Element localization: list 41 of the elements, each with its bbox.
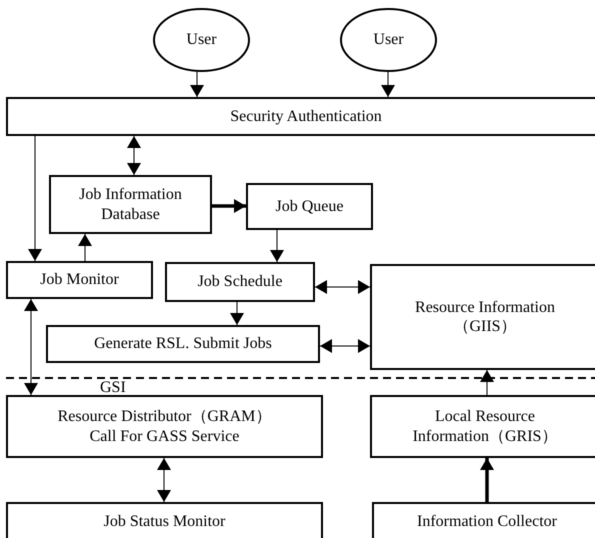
arrow	[480, 370, 494, 396]
actor-ellipse	[340, 8, 437, 72]
label-text: Resource Distributor（GRAM） Call For GASS Service	[56, 407, 272, 446]
arrow	[314, 280, 370, 294]
arrow	[381, 72, 395, 98]
arrow	[157, 458, 171, 502]
process-box	[246, 183, 373, 230]
process-box	[372, 502, 595, 538]
arrow	[127, 136, 141, 176]
arrow	[230, 302, 244, 326]
label-text: Resource Information （GIIS）	[414, 298, 556, 336]
process-box	[49, 175, 212, 234]
arrow	[78, 234, 92, 262]
process-box	[6, 395, 323, 458]
actor-ellipse	[153, 8, 250, 72]
arrow	[24, 298, 38, 396]
label-text: Information Collector	[417, 512, 557, 532]
label-text: Local Resource Information（GRIS）	[412, 407, 558, 446]
arrow	[480, 458, 494, 502]
process-box	[370, 264, 595, 370]
process-box	[6, 502, 323, 538]
process-box	[165, 262, 315, 302]
label-text: User	[373, 30, 404, 50]
arrow	[212, 199, 246, 213]
label-text: Generate RSL. Submit Jobs	[94, 334, 272, 354]
label-text: Job Schedule	[198, 272, 282, 292]
label-text: Security Authentication	[230, 106, 382, 126]
process-box	[46, 325, 320, 363]
process-box	[6, 97, 595, 136]
arrow	[190, 72, 204, 98]
label-text: Job Queue	[276, 196, 344, 216]
arrow	[320, 339, 370, 353]
label-text: Job Information Database	[78, 185, 183, 224]
process-box	[370, 395, 595, 458]
label-text: Job Monitor	[40, 270, 119, 290]
arrow	[270, 230, 284, 262]
arrow	[28, 136, 42, 262]
label-text: User	[186, 30, 217, 50]
layer-label: GSI	[100, 380, 126, 396]
label-text: Job Status Monitor	[104, 512, 226, 532]
process-box	[6, 261, 153, 299]
